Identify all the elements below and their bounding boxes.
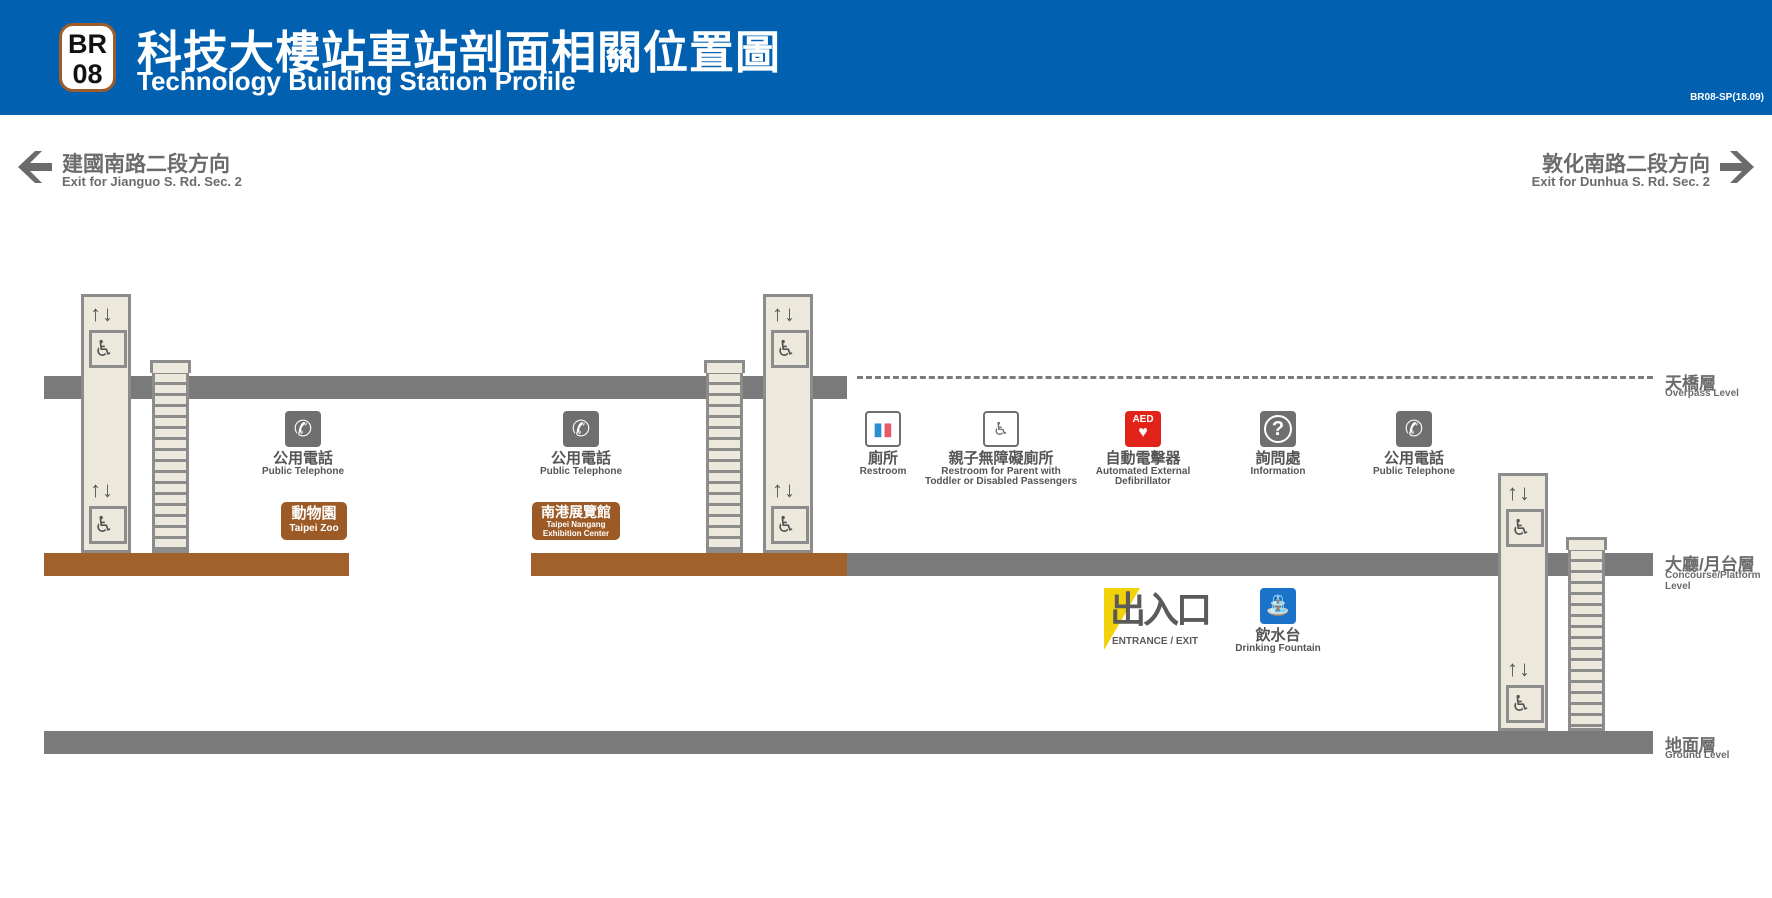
- ground-level-label-zh: 地面層: [1665, 736, 1716, 755]
- facility-family-accessible-restroom: ♿ 親子無障礙廁所 Restroom for Parent with Toddl…: [920, 411, 1082, 487]
- overpass-dashed-line: [857, 376, 1653, 379]
- header-banner: [0, 0, 1772, 115]
- page-title-zh: 科技大樓站車站剖面相關位置圖: [137, 27, 782, 78]
- facility-aed: AED♥ 自動電擊器 Automated External Defibrilla…: [1083, 411, 1203, 487]
- family-accessible-restroom-icon: ♿: [983, 411, 1019, 447]
- up-down-arrows-icon: ↑↓: [772, 477, 796, 502]
- wheelchair-elevator-icon: ♿: [771, 330, 809, 368]
- wheelchair-elevator-icon: ♿: [89, 330, 127, 368]
- platform-left: [44, 553, 349, 576]
- concourse-level-label-en: Concourse/Platform Level: [1665, 570, 1761, 592]
- line-code-badge: BR 08: [59, 23, 116, 92]
- platform-center: [531, 553, 847, 576]
- telephone-icon: ✆: [563, 411, 599, 447]
- entrance-exit-icon: [1104, 588, 1140, 650]
- up-down-arrows-icon: ↑↓: [90, 477, 114, 502]
- concourse-level-label-zh: 大廳/月台層: [1665, 555, 1755, 574]
- facility-drinking-fountain: ⛲ 飲水台 Drinking Fountain: [1218, 588, 1338, 654]
- facility-public-telephone: ✆ 公用電話 Public Telephone: [1354, 411, 1474, 477]
- drinking-fountain-icon: ⛲: [1260, 588, 1296, 624]
- up-down-arrows-icon: ↑↓: [772, 301, 796, 326]
- facility-information: ? 詢問處 Information: [1218, 411, 1338, 477]
- information-icon: ?: [1260, 411, 1296, 447]
- wheelchair-elevator-icon: ♿: [89, 506, 127, 544]
- document-code: BR08-SP(18.09): [1690, 92, 1764, 103]
- wheelchair-elevator-icon: ♿: [771, 506, 809, 544]
- elevator-center: ↑↓ ♿ ↑↓ ♿: [763, 294, 813, 553]
- arrow-right-icon: [1720, 151, 1754, 183]
- direction-right-en: Exit for Dunhua S. Rd. Sec. 2: [1531, 174, 1710, 189]
- facility-public-telephone: ✆ 公用電話 Public Telephone: [243, 411, 363, 477]
- destination-taipei-zoo: 動物園 Taipei Zoo: [281, 502, 347, 540]
- staircase-left: [150, 360, 191, 553]
- telephone-icon: ✆: [1396, 411, 1432, 447]
- aed-icon: AED♥: [1125, 411, 1161, 447]
- ground-level-bar: [44, 731, 1653, 754]
- wheelchair-elevator-icon: ♿: [1506, 509, 1544, 547]
- elevator-right: ↑↓ ♿ ↑↓ ♿: [1498, 473, 1548, 731]
- overpass-level-bar: [44, 376, 847, 399]
- telephone-icon: ✆: [285, 411, 321, 447]
- page-title-en: Technology Building Station Profile: [137, 66, 576, 96]
- elevator-left: ↑↓ ♿ ↑↓ ♿: [81, 294, 131, 553]
- overpass-level-label-en: Overpass Level: [1665, 388, 1739, 399]
- up-down-arrows-icon: ↑↓: [90, 301, 114, 326]
- line-code-number: 08: [72, 59, 103, 89]
- direction-left-zh: 建國南路二段方向: [62, 153, 230, 176]
- staircase-center: [704, 360, 745, 553]
- direction-right-zh: 敦化南路二段方向: [1542, 153, 1710, 176]
- facility-public-telephone: ✆ 公用電話 Public Telephone: [521, 411, 641, 477]
- staircase-right: [1566, 537, 1607, 731]
- destination-nangang-exhibition-center: 南港展覽館 Taipei Nangang Exhibition Center: [532, 502, 620, 540]
- up-down-arrows-icon: ↑↓: [1507, 480, 1531, 505]
- facility-restroom: ▮▮ 廁所 Restroom: [843, 411, 923, 477]
- facility-entrance-exit: 出入口 ENTRANCE / EXIT: [1104, 588, 1212, 652]
- restroom-icon: ▮▮: [865, 411, 901, 447]
- up-down-arrows-icon: ↑↓: [1507, 656, 1531, 681]
- line-code-letters: BR: [68, 29, 107, 59]
- wheelchair-elevator-icon: ♿: [1506, 685, 1544, 723]
- concourse-level-bar: [847, 553, 1653, 576]
- arrow-left-icon: [18, 151, 52, 183]
- overpass-level-label-zh: 天橋層: [1665, 374, 1716, 393]
- ground-level-label-en: Ground Level: [1665, 750, 1730, 761]
- direction-left-en: Exit for Jianguo S. Rd. Sec. 2: [62, 174, 242, 189]
